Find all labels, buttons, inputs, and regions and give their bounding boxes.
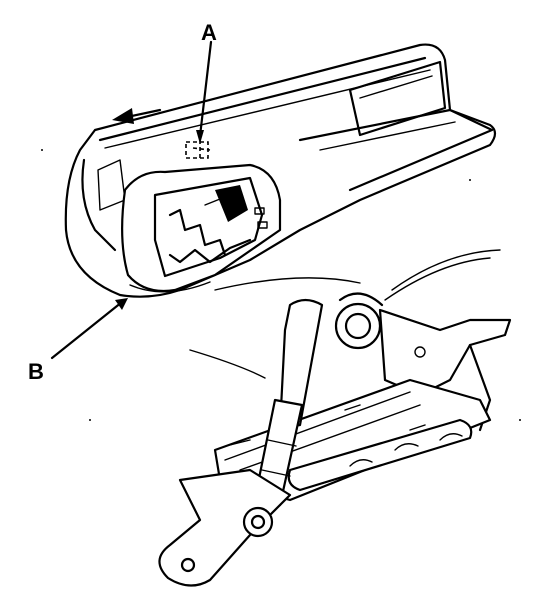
- shift-lever-assembly: [158, 292, 512, 587]
- leader-lines: [50, 40, 213, 360]
- callout-label-a: A: [201, 20, 217, 45]
- callout-label-b: B: [28, 359, 44, 384]
- scan-speckle: [41, 149, 521, 421]
- floor-contour: [189, 249, 501, 379]
- console-cover: [64, 43, 497, 298]
